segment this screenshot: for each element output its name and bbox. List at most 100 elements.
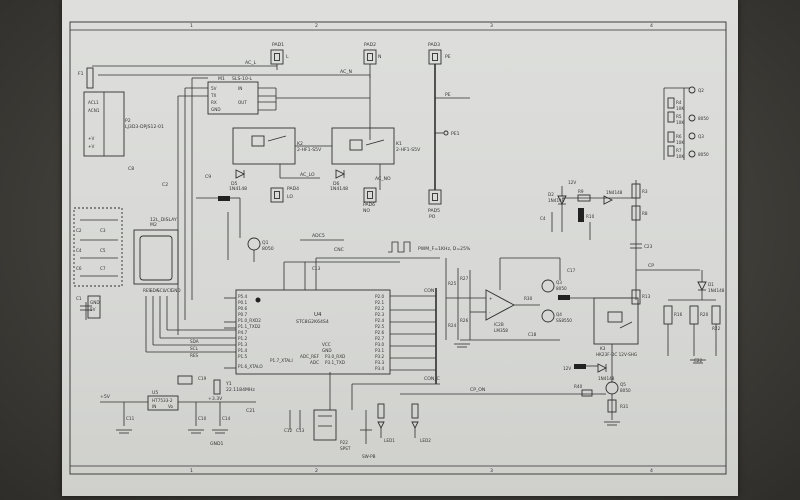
svg-text:PAD5: PAD5 [428,208,440,214]
svg-text:P2: P2 [125,118,131,124]
svg-text:TX: TX [210,93,217,98]
p21-label: C21 [246,408,255,414]
diode-d3 [603,195,614,205]
r33-label: R27 [460,276,469,281]
ec1-label: C8 [128,166,134,172]
svg-text:NO: NO [363,208,370,214]
svg-text:C3: C3 [100,228,106,233]
c4-label: C4 [540,216,546,221]
svg-text:VCC: VCC [322,342,331,347]
svg-text:10K: 10K [676,106,684,111]
r36-label: R30 [524,296,533,301]
svg-text:C4: C4 [76,248,82,253]
pwm-label: PWM_F=1KHz, D=25% [418,246,471,252]
svg-text:PAD1: PAD1 [272,42,284,48]
svg-text:P3.0_RXD: P3.0_RXD [325,354,345,359]
p2-connector: LJ3D3-DPJS12-01 P2 ACL1 ACN1 +V +V [83,91,164,157]
transistor-q1: Q1 8050 [247,237,274,252]
svg-text:GND: GND [322,348,332,353]
svg-text:L: L [286,54,289,60]
cp-on-label: CP_ON [470,387,485,393]
led2: LED2 [411,403,431,443]
pad1: PAD1 L [270,42,289,70]
svg-text:PO: PO [429,214,436,220]
switch-p22: P22 SPST [313,409,351,451]
u4-bottom-pinlabels: P1.7_XTALI ADC_REF ADC VCC GND P3.0_RXD … [270,342,345,365]
resistor-r37 [607,399,617,413]
diode-d6: D6 1N4148 [330,169,348,192]
r40-label: R40 [574,384,583,389]
svg-text:P3.2: P3.2 [375,354,385,359]
svg-text:U4: U4 [314,312,322,318]
opamp-ic2b: + - IC2B LM358 [485,289,515,333]
svg-text:10K: 10K [676,120,684,125]
svg-text:Y1: Y1 [225,381,232,387]
plus33-label: +3.3V [208,396,223,402]
d3-label: 1N4148 [606,190,623,195]
svg-text:SPST: SPST [340,446,351,451]
resistor-r12 [218,196,230,201]
k1-relay: K1 2-HF1-S5V [331,127,421,165]
m2-display: M2 12L_DISLAY [133,217,179,285]
pe1-testpoint [443,130,449,136]
resistor-r19 [631,289,641,305]
svg-text:GND: GND [171,288,181,293]
r22-label: R16 [674,312,683,317]
svg-text:D2: D2 [548,192,554,197]
u4-right-pinlabels: P2.0 P2.1 P2.2 P2.3 P2.4 P2.5 P2.6 P2.7 … [375,294,385,371]
res-label: RES [190,353,199,358]
pushbutton-sw: SW-PB [360,410,376,459]
svg-text:P1.0_RXD2: P1.0_RXD2 [238,318,261,323]
u4-left-pinlabels: P5.4 P0.1 P0.6 P0.7 P1.0_RXD2 P1.1_TXD2 … [238,294,263,369]
svg-text:ADC_REF: ADC_REF [300,354,320,359]
pad5: PAD5 PO [428,189,442,220]
svg-text:ACN1: ACN1 [88,108,100,113]
svg-text:P2.4: P2.4 [375,318,385,323]
resistor-r38 [558,295,570,300]
svg-text:PAD3: PAD3 [428,42,440,48]
svg-text:C13: C13 [296,428,305,433]
svg-text:Q2: Q2 [698,88,704,93]
svg-text:P4.7: P4.7 [238,330,248,335]
m2-pinlabels: RES SDA SCL VCC GND [143,288,181,293]
svg-text:8050: 8050 [556,286,567,291]
svg-text:2-HF1-S5V: 2-HF1-S5V [297,147,322,153]
svg-text:+: + [489,296,493,301]
resistor-r14 [631,205,641,221]
c11-label: C11 [126,416,135,421]
u4-top-net: C13 [312,266,321,271]
svg-text:VCC: VCC [164,288,173,293]
svg-text:K3: K3 [600,346,606,351]
ac-lo-label: AC_LO [300,172,315,178]
svg-text:GND: GND [211,107,221,112]
ec3-label: C14 [222,416,231,421]
svg-text:PAD2: PAD2 [364,42,376,48]
svg-text:P2.0: P2.0 [375,294,385,299]
transistor-q5: Q5 8050 [605,381,631,395]
r32-label: R26 [460,318,469,323]
svg-text:C7: C7 [100,266,106,271]
diode-d5: D5 1N4148 [229,169,247,192]
svg-text:P2.5: P2.5 [375,324,385,329]
svg-text:C6: C6 [76,266,82,271]
u5-ldo: U5 HT7533-2 IN Vo [147,390,179,411]
svg-text:-: - [489,310,491,315]
svg-text:8050: 8050 [620,388,631,393]
pe-net-label: PE [445,92,451,98]
svg-text:C5: C5 [100,248,106,253]
pad4: PAD4 LO [270,186,299,203]
svg-text:PAD4: PAD4 [287,186,299,192]
svg-text:IN: IN [152,404,156,409]
svg-text:P3.3: P3.3 [375,360,385,365]
svg-text:P2.1: P2.1 [375,300,385,305]
ac-no-label: AC_NO [375,176,391,182]
resistor-r40 [581,389,593,397]
svg-text:P3.4: P3.4 [375,366,385,371]
resistor-r41 [574,364,586,369]
svg-text:K2: K2 [297,141,303,147]
transistor-q3-push: Q3 8050 [541,279,567,293]
svg-text:P1.6_XTALO: P1.6_XTALO [238,364,263,369]
svg-text:P5.4: P5.4 [238,294,248,299]
svg-text:P1.1_TXD2: P1.1_TXD2 [238,324,261,329]
